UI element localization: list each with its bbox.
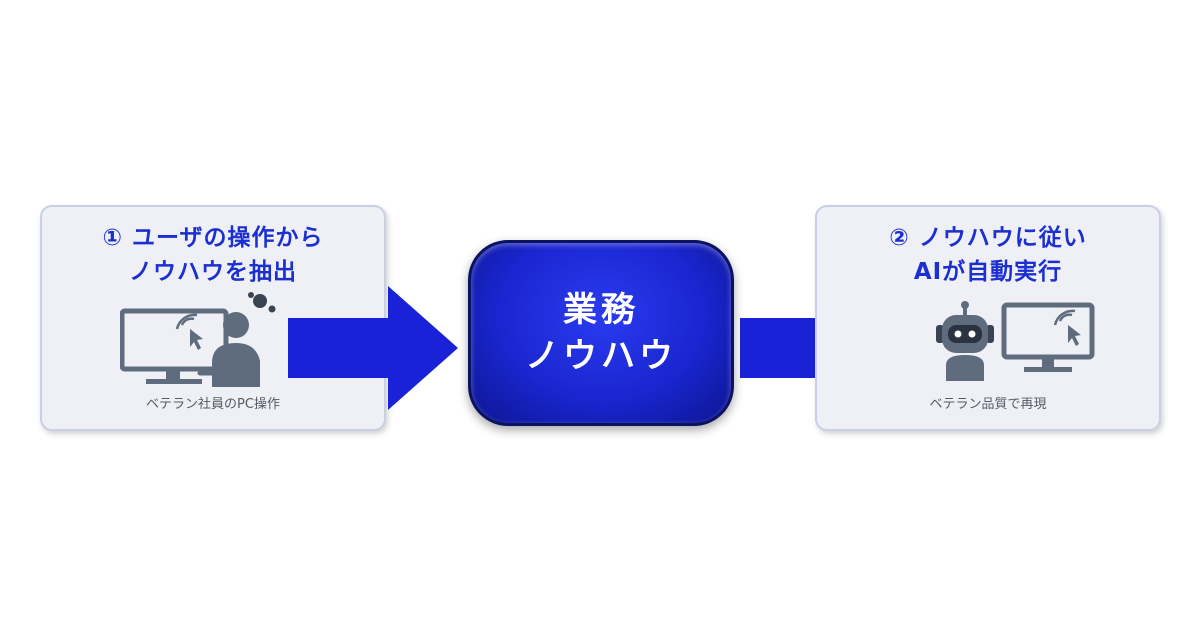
right-panel: ② ノウハウに従い AIが自動実行 ベテラン品質で再現 xyxy=(815,205,1161,431)
left-panel-title-line2: ノウハウを抽出 xyxy=(129,259,297,285)
ai-robot-illustration xyxy=(936,301,1095,381)
robot-icon xyxy=(936,301,994,381)
left-panel-title-line1: ① ユーザの操作から xyxy=(102,225,324,251)
veteran-pc-illustration xyxy=(120,292,276,387)
right-panel-title-line1: ② ノウハウに従い xyxy=(889,225,1087,251)
click-cursor-icon xyxy=(175,313,203,350)
click-cursor-icon xyxy=(1053,309,1081,346)
center-line1: 業務 xyxy=(563,290,639,330)
monitor-icon xyxy=(120,308,229,384)
arrow-right-icon xyxy=(288,286,458,410)
right-panel-title-line2: AIが自動実行 xyxy=(913,259,1063,285)
center-line2: ノウハウ xyxy=(525,336,677,376)
left-panel-caption: ベテラン社員のPC操作 xyxy=(146,397,280,412)
right-panel-caption: ベテラン品質で再現 xyxy=(929,397,1047,412)
worried-person-icon xyxy=(197,292,276,387)
monitor-icon xyxy=(1001,302,1095,372)
business-knowhow-box: 業務 ノウハウ xyxy=(468,240,734,426)
